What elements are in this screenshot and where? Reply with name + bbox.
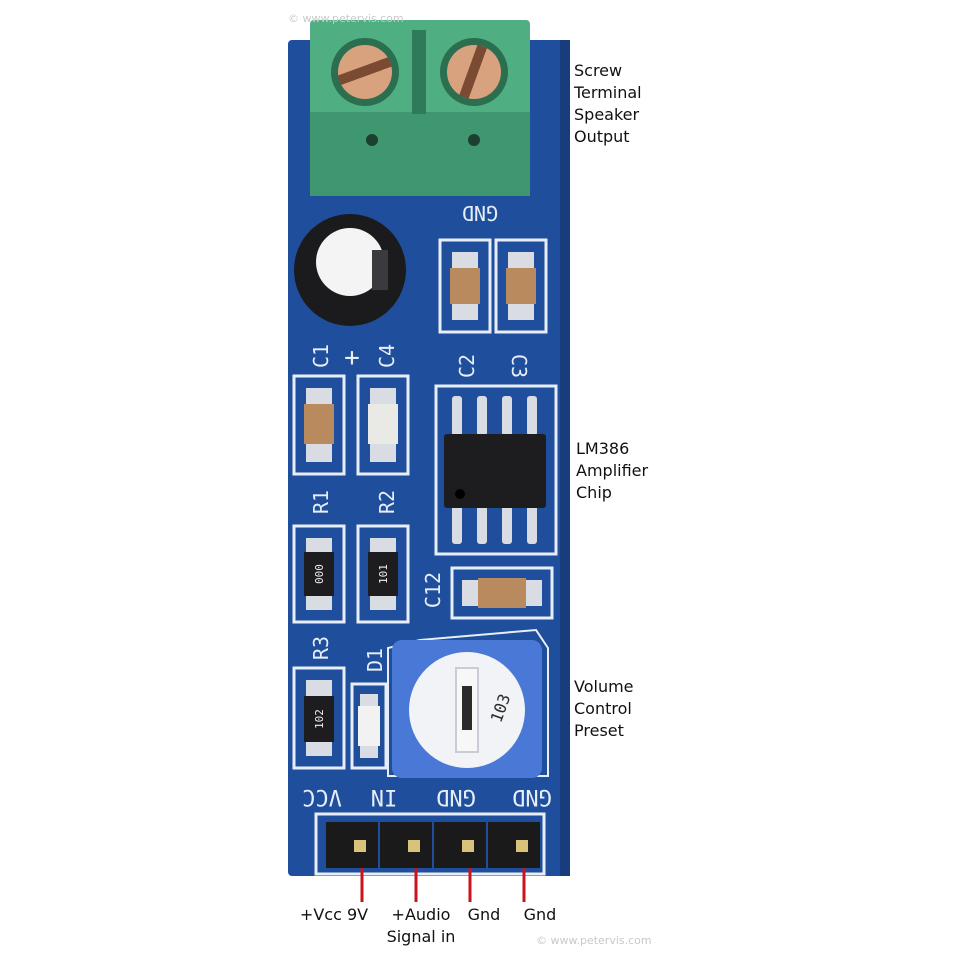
callout-lm386: LM386 Amplifier Chip bbox=[576, 438, 648, 504]
smd-c2 bbox=[438, 238, 492, 334]
pin-label-line: +Vcc 9V bbox=[299, 905, 369, 924]
lm386-chip bbox=[434, 384, 558, 556]
smd-c12 bbox=[450, 566, 554, 620]
callout-line: Volume bbox=[574, 677, 634, 696]
pin-header bbox=[314, 812, 546, 876]
silk-d1: D1 bbox=[363, 648, 387, 672]
screw-terminal bbox=[310, 20, 530, 196]
watermark-bottom: © www.petervis.com bbox=[536, 934, 652, 947]
volume-preset bbox=[387, 628, 549, 778]
silk-pin-in: IN bbox=[371, 784, 398, 809]
silk-c12: C12 bbox=[421, 572, 445, 608]
callout-line: Preset bbox=[574, 721, 624, 740]
smd-c4 bbox=[356, 374, 410, 476]
pin-silk-labels: VCC IN GND GND bbox=[302, 784, 552, 809]
silk-r1: R1 bbox=[309, 490, 333, 514]
watermark-top: © www.petervis.com bbox=[288, 12, 404, 25]
silk-c3: C3 bbox=[507, 354, 531, 378]
capacitor-c1 bbox=[294, 214, 406, 326]
silk-c4: C4 bbox=[375, 344, 399, 368]
resistor-r2 bbox=[356, 524, 410, 624]
led-d1 bbox=[350, 682, 388, 770]
callout-line: Speaker bbox=[574, 105, 640, 124]
callout-line: LM386 bbox=[576, 439, 630, 458]
silk-terminal-right: GND bbox=[462, 201, 498, 225]
pin-label-vcc: +Vcc 9V bbox=[292, 904, 376, 926]
callout-line: Terminal bbox=[574, 83, 642, 102]
callout-line: Chip bbox=[576, 483, 612, 502]
silk-pin-gnd2: GND bbox=[512, 784, 552, 809]
pin-label-line: +Audio bbox=[391, 905, 451, 924]
pcb-edge-shadow bbox=[560, 40, 570, 876]
silk-r3: R3 bbox=[309, 636, 333, 660]
callout-line: Output bbox=[574, 127, 630, 146]
pin-label-gnd1: Gnd bbox=[454, 904, 514, 926]
code-r1: 000 bbox=[313, 564, 326, 584]
callout-line: Screw bbox=[574, 61, 623, 80]
smd-c1-small bbox=[292, 374, 346, 476]
pin-pointer-lines bbox=[360, 868, 526, 902]
silk-pin-gnd1: GND bbox=[436, 784, 476, 809]
callout-screw-terminal: Screw Terminal Speaker Output bbox=[574, 60, 642, 148]
code-r3: 102 bbox=[313, 709, 326, 729]
code-r2: 101 bbox=[377, 564, 390, 584]
silk-c1: C1 bbox=[309, 344, 333, 368]
smd-c3 bbox=[494, 238, 548, 334]
pin-label-gnd2: Gnd bbox=[510, 904, 570, 926]
callout-volume: Volume Control Preset bbox=[574, 676, 634, 742]
pin-label-line: Gnd bbox=[523, 905, 557, 924]
pin-label-line: Gnd bbox=[467, 905, 501, 924]
silk-c2: C2 bbox=[455, 354, 479, 378]
silk-r2: R2 bbox=[375, 490, 399, 514]
callout-line: Amplifier bbox=[576, 461, 649, 480]
resistor-r1 bbox=[292, 524, 346, 624]
callout-line: Control bbox=[574, 699, 632, 718]
resistor-r3 bbox=[292, 666, 346, 770]
silk-pin-vcc: VCC bbox=[302, 784, 342, 809]
silk-c1-plus: + bbox=[344, 343, 360, 373]
pin-label-audio: +Audio Signal in bbox=[378, 904, 464, 948]
pin-label-line: Signal in bbox=[386, 927, 456, 946]
